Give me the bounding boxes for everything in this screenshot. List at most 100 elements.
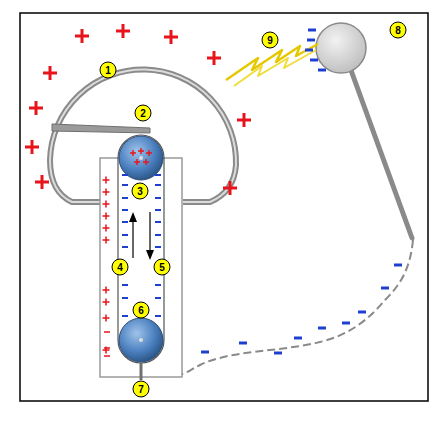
negative-charge [122,221,128,223]
positive-charge [29,101,43,115]
positive-charge [138,148,144,154]
negative-charge [318,327,326,330]
negative-charge [294,337,302,340]
belt [118,135,164,363]
positive-charge [143,159,149,165]
ground-wire [182,240,413,374]
negative-charge [122,284,128,286]
negative-charge [201,351,209,354]
negative-charge [305,49,313,52]
belt-housing [100,158,182,377]
negative-charge [155,234,161,236]
positive-charge [103,299,110,306]
upper-pulley [119,136,163,180]
positive-charge [103,347,110,354]
callout-number: 9 [267,35,273,45]
callout-badge: 3 [132,183,149,200]
callout-number: 8 [395,25,401,35]
positive-charge [134,159,140,165]
positive-charge [130,150,136,156]
negative-charge [394,264,402,267]
negative-charge [155,284,161,286]
negative-charge [122,297,128,299]
negative-charge [122,174,128,176]
positive-charge [207,51,221,65]
charge-symbols [25,24,402,356]
negative-charge [155,315,161,317]
callout-number: 3 [137,186,143,196]
callout-badge: 8 [390,22,407,39]
positive-charge [103,225,110,232]
callout-number: 4 [117,262,123,272]
callout-badge: 6 [133,302,150,319]
positive-charge [103,201,110,208]
negative-charge [318,69,326,72]
negative-charge [122,246,128,248]
negative-charge [155,221,161,223]
callout-badge: 9 [262,32,279,49]
negative-charge [122,315,128,317]
negative-charge [155,174,161,176]
callout-number: 2 [140,108,146,118]
belt-arrow-down [149,212,150,254]
discharge-sphere [316,23,366,73]
frame [20,13,428,401]
negative-charge [307,39,315,42]
negative-charge [239,342,247,345]
negative-charge [155,246,161,248]
arrowhead [129,212,137,222]
spark [234,50,316,86]
callout-number: 7 [138,384,144,394]
positive-charge [146,150,152,156]
arrowhead [146,250,154,260]
positive-charge [103,287,110,294]
negative-charge [122,184,128,186]
pulley-axle [139,338,143,342]
negative-charge [155,197,161,199]
upper-comb [52,124,150,133]
positive-charge [103,189,110,196]
positive-charge [164,30,178,44]
callout-number: 1 [105,65,111,75]
belt-arrow-up [132,218,133,258]
negative-charge [274,352,282,355]
positive-charge [103,177,110,184]
negative-charge [308,29,316,32]
positive-charge [35,175,49,189]
negative-charge [310,59,318,62]
negative-charge [342,322,350,325]
positive-charge [103,213,110,220]
dome-highlight [50,69,236,202]
negative-charge [381,287,389,290]
callout-number: 5 [159,262,165,272]
positive-charge [25,140,39,154]
callout-badge: 2 [135,105,152,122]
spark [226,44,318,80]
negative-charge [155,209,161,211]
negative-charge [104,331,110,333]
ground-rod [348,62,412,238]
negative-charge [104,347,110,349]
lower-pulley [119,318,163,362]
negative-charge [358,311,366,314]
negative-charge [122,197,128,199]
pulley-axle [139,156,143,160]
lower-comb [140,363,143,380]
positive-charge [116,24,130,38]
dome [50,69,236,202]
negative-charge [155,184,161,186]
positive-charge [75,29,89,43]
positive-charge [237,113,251,127]
positive-charge [103,315,110,322]
callout-badge: 1 [100,62,117,79]
callout-badge: 7 [133,381,150,398]
positive-charge [103,237,110,244]
negative-charge [122,234,128,236]
negative-charge [104,355,110,357]
positive-charge [43,66,57,80]
negative-charge [155,297,161,299]
callout-badge: 5 [154,259,171,276]
callout-number: 6 [138,305,144,315]
